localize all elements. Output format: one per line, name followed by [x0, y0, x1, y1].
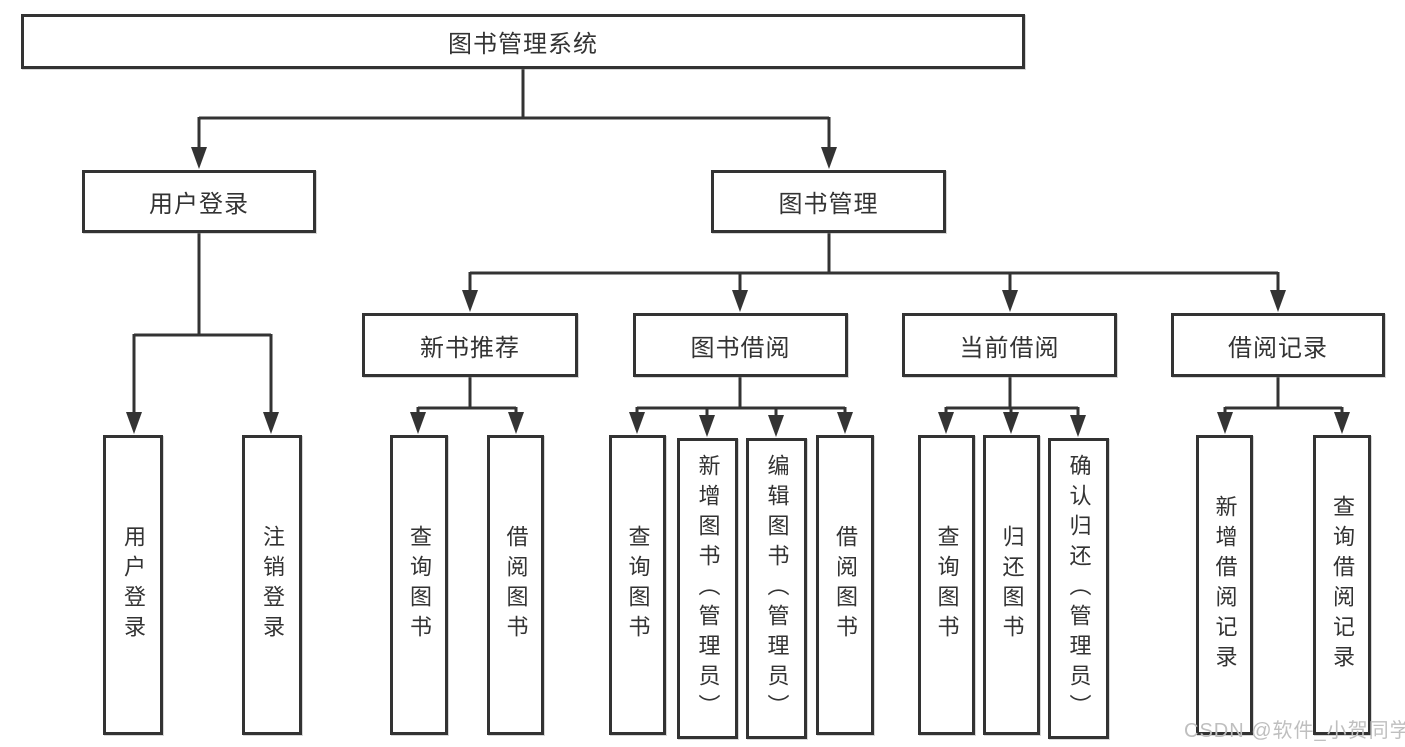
- node-leaf-cb-return: 归还图书: [983, 435, 1040, 735]
- node-leaf-bb-add: 新增图书（管理员）: [677, 438, 738, 739]
- node-leaf-nb-query: 查询图书: [390, 435, 448, 735]
- node-leaf-cb-query: 查询图书: [918, 435, 975, 735]
- node-root-label: 图书管理系统: [448, 31, 598, 58]
- node-branch-user-login: 用户登录: [82, 170, 316, 233]
- node-leaf-cb-confirm-label: 确认归还（管理员）: [1066, 453, 1092, 724]
- csdn-watermark: CSDN @软件_小贺同学: [1184, 720, 1405, 742]
- node-leaf-br-query: 查询借阅记录: [1313, 435, 1371, 735]
- node-module-current: 当前借阅: [902, 313, 1117, 377]
- node-branch-book-mgmt-label: 图书管理: [778, 191, 879, 218]
- node-branch-user-login-label: 用户登录: [149, 191, 249, 218]
- node-module-new-books-label: 新书推荐: [420, 334, 520, 362]
- node-leaf-cb-query-label: 查询图书: [934, 525, 960, 645]
- connector-borrowing-children: [629, 377, 853, 437]
- connector-root-to-level2: [191, 68, 837, 169]
- node-leaf-cb-return-label: 归还图书: [999, 525, 1025, 645]
- connector-book-mgmt-to-modules: [462, 232, 1286, 312]
- node-leaf-bb-borrow: 借阅图书: [816, 435, 874, 735]
- node-leaf-user-login: 用户登录: [103, 435, 163, 735]
- node-module-current-label: 当前借阅: [959, 334, 1060, 362]
- node-leaf-nb-query-label: 查询图书: [407, 525, 432, 645]
- node-leaf-bb-edit-label: 编辑图书（管理员）: [764, 453, 790, 724]
- node-leaf-logout-label: 注销登录: [260, 525, 285, 645]
- node-leaf-cb-confirm: 确认归还（管理员）: [1048, 438, 1109, 739]
- node-module-records: 借阅记录: [1171, 313, 1385, 377]
- node-leaf-bb-add-label: 新增图书（管理员）: [695, 453, 721, 724]
- connector-user-login-branch: [126, 232, 279, 434]
- node-leaf-br-add: 新增借阅记录: [1196, 435, 1253, 735]
- node-leaf-br-add-label: 新增借阅记录: [1212, 495, 1238, 675]
- node-module-records-label: 借阅记录: [1228, 334, 1328, 362]
- node-branch-book-mgmt: 图书管理: [711, 170, 946, 233]
- node-leaf-bb-query-label: 查询图书: [625, 525, 651, 645]
- node-module-borrowing-label: 图书借阅: [690, 334, 791, 362]
- node-leaf-bb-borrow-label: 借阅图书: [833, 525, 858, 645]
- connector-new-books-children: [410, 377, 524, 434]
- connector-current-children: [938, 377, 1086, 437]
- node-leaf-logout: 注销登录: [242, 435, 302, 735]
- node-module-new-books: 新书推荐: [362, 313, 578, 377]
- node-leaf-bb-edit: 编辑图书（管理员）: [746, 438, 807, 739]
- node-leaf-user-login-label: 用户登录: [121, 525, 146, 645]
- node-leaf-br-query-label: 查询借阅记录: [1330, 495, 1355, 675]
- node-leaf-nb-borrow: 借阅图书: [487, 435, 544, 735]
- node-module-borrowing: 图书借阅: [633, 313, 848, 377]
- node-root: 图书管理系统: [21, 14, 1025, 69]
- connector-records-children: [1217, 377, 1350, 434]
- node-leaf-bb-query: 查询图书: [609, 435, 666, 735]
- node-leaf-nb-borrow-label: 借阅图书: [503, 525, 529, 645]
